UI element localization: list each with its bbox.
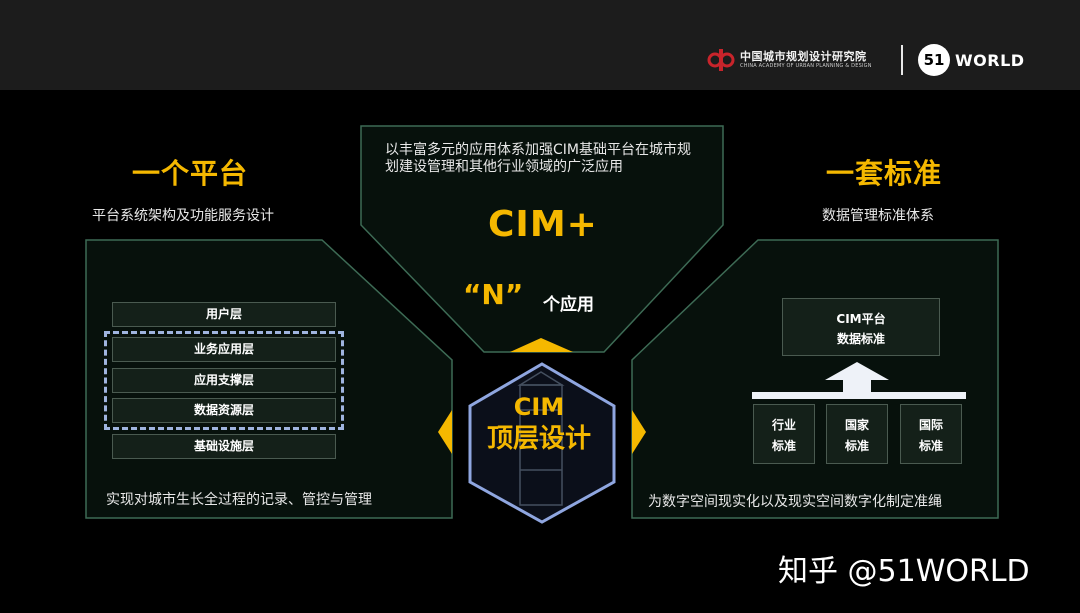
- n-quote-label: “N”: [463, 278, 524, 311]
- right-pointer: [632, 410, 646, 454]
- top-description: 以丰富多元的应用体系加强CIM基础平台在城市规划建设管理和其他行业领域的广泛应用: [385, 142, 691, 175]
- cim-platform-standard-box: CIM平台 数据标准: [782, 298, 940, 356]
- national-standard-line1: 国家: [844, 418, 869, 432]
- national-standard-line2: 标准: [844, 439, 869, 453]
- left-caption: 实现对城市生长全过程的记录、管控与管理: [106, 492, 372, 508]
- left-title: 一个平台: [132, 157, 249, 190]
- international-standard-box: 国际 标准: [900, 404, 962, 464]
- national-standard-box: 国家 标准: [826, 404, 888, 464]
- standards-connector: [752, 392, 966, 399]
- building-watermark-icon: [517, 371, 565, 506]
- brand-logo: 51 WORLD: [918, 44, 1025, 76]
- brand-circle: 51: [918, 44, 950, 76]
- right-subtitle: 数据管理标准体系: [822, 208, 934, 224]
- top-bar: [0, 0, 1080, 90]
- layer-data-resource: 数据资源层: [112, 398, 336, 423]
- right-panel-frame: [631, 239, 999, 519]
- center-core-label: CIM 顶层设计: [472, 392, 606, 456]
- platform-line1: CIM平台: [836, 312, 886, 326]
- left-pointer: [438, 410, 452, 454]
- top-panel-frame: [360, 125, 724, 353]
- institute-name: 中国城市规划设计研究院: [740, 50, 867, 63]
- center-line2: 顶层设计: [486, 424, 591, 454]
- layer-group-dashed: [104, 331, 344, 430]
- international-standard-line1: 国际: [918, 418, 943, 432]
- top-pointer: [510, 338, 573, 352]
- layer-app-support: 应用支撑层: [112, 368, 336, 393]
- watermark: 知乎 @51WORLD: [778, 554, 1030, 589]
- center-line1: CIM: [513, 393, 565, 421]
- brand-word: WORLD: [955, 50, 1025, 70]
- platform-line2: 数据标准: [836, 332, 885, 346]
- institute-logo: 中国城市规划设计研究院 CHINA ACADEMY OF URBAN PLANN…: [706, 47, 872, 73]
- institute-name-en: CHINA ACADEMY OF URBAN PLANNING & DESIGN: [740, 63, 872, 69]
- logo-divider: [901, 45, 903, 75]
- layer-business-app: 业务应用层: [112, 337, 336, 362]
- industry-standard-box: 行业 标准: [753, 404, 815, 464]
- n-apps-label: 个应用: [543, 295, 594, 315]
- industry-standard-line1: 行业: [771, 418, 796, 432]
- left-subtitle: 平台系统架构及功能服务设计: [92, 208, 274, 224]
- right-title: 一套标准: [826, 157, 943, 190]
- center-hexagon: [468, 362, 616, 524]
- right-caption: 为数字空间现实化以及现实空间数字化制定准绳: [648, 494, 942, 510]
- institute-emblem-icon: [707, 49, 735, 71]
- up-arrow-icon: [825, 362, 889, 392]
- international-standard-line2: 标准: [918, 439, 943, 453]
- layer-infrastructure: 基础设施层: [112, 434, 336, 459]
- industry-standard-line2: 标准: [771, 439, 796, 453]
- layer-user: 用户层: [112, 302, 336, 327]
- cim-plus-label: CIM+: [488, 204, 598, 245]
